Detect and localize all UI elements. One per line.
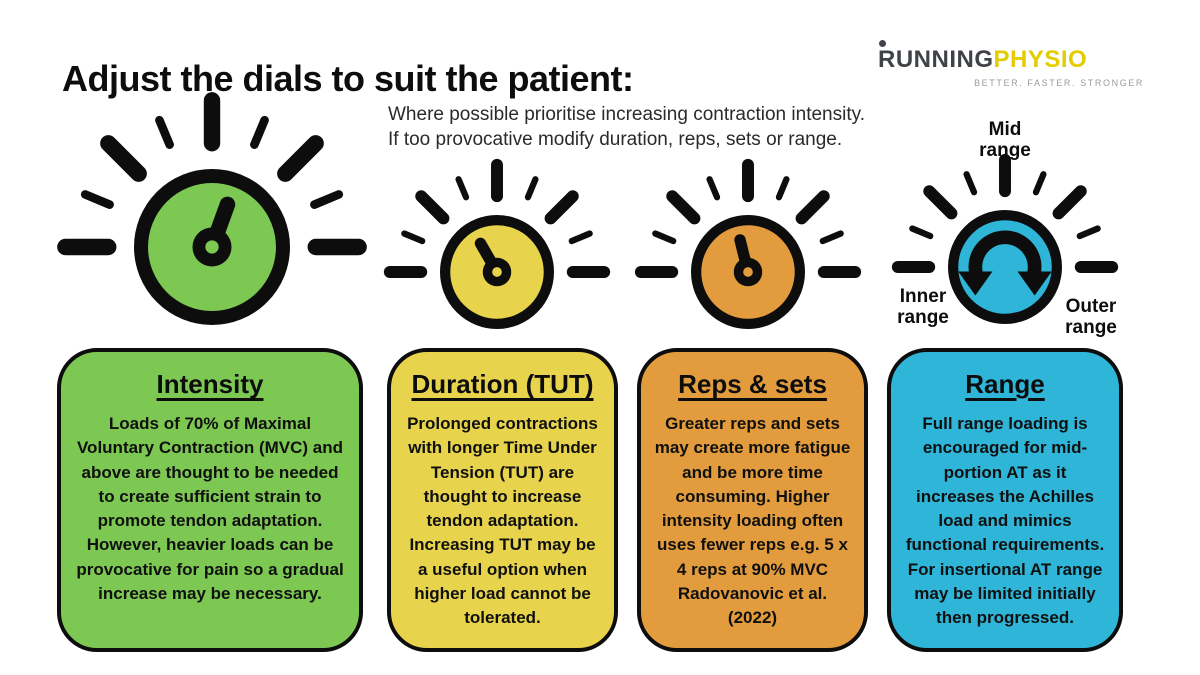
intensity-dial-icon — [56, 91, 368, 333]
intro-note-line1: Where possible prioritise increasing con… — [388, 104, 865, 125]
intro-note-line2: If too provocative modify duration, reps… — [388, 129, 843, 151]
duration-card-body: Prolonged contractions with longer Time … — [407, 414, 598, 628]
inner-range-label-line2: range — [897, 307, 949, 328]
range-dial-icon — [891, 153, 1119, 330]
page-title: Adjust the dials to suit the patient: — [62, 58, 634, 100]
logo-tagline: BETTER. FASTER. STRONGER — [974, 78, 1144, 88]
runningphysio-logo: RUNNINGPHYSIO BETTER. FASTER. STRONGER — [878, 40, 1158, 88]
mid-range-label-line1: Mid — [988, 119, 1022, 140]
duration-card: Duration (TUT) Prolonged contractions wi… — [387, 348, 618, 652]
duration-card-heading: Duration (TUT) — [411, 369, 594, 399]
logo-physio-text: PHYSIO — [993, 46, 1088, 73]
range-card: Range Full range loading is encouraged f… — [887, 348, 1123, 652]
duration-dial-icon — [383, 158, 611, 335]
reps-sets-card-body: Greater reps and sets may create more fa… — [654, 414, 851, 628]
outer-range-label-line1: Outer — [1065, 296, 1117, 317]
intensity-card-heading: Intensity — [156, 369, 264, 399]
reps-sets-dial-graphic — [634, 158, 862, 329]
reps-sets-card: Reps & sets Greater reps and sets may cr… — [637, 348, 868, 652]
mid-range-label-line2: range — [979, 140, 1031, 161]
intro-note: Where possible prioritise increasing con… — [388, 102, 888, 152]
intensity-dial-graphic — [57, 92, 367, 325]
intensity-card: Intensity Loads of 70% of Maximal Volunt… — [57, 348, 363, 652]
logo-running-text: RUNNING — [878, 46, 994, 73]
duration-dial-graphic — [383, 158, 611, 329]
inner-range-label-line1: Inner — [899, 286, 947, 307]
outer-range-label: Outer range — [1036, 296, 1146, 338]
range-card-heading: Range — [965, 369, 1045, 399]
intensity-card-body: Loads of 70% of Maximal Voluntary Contra… — [76, 414, 344, 604]
runner-head-dot-icon — [879, 40, 886, 47]
outer-range-label-line2: range — [1065, 317, 1117, 338]
inner-range-label: Inner range — [868, 286, 978, 328]
mid-range-label: Mid range — [950, 119, 1060, 161]
range-dial-graphic — [891, 153, 1119, 324]
logo-wordmark: RUNNINGPHYSIO — [878, 40, 1158, 74]
reps-sets-card-heading: Reps & sets — [678, 369, 827, 399]
reps-sets-dial-icon — [634, 158, 862, 335]
range-card-body: Full range loading is encouraged for mid… — [905, 414, 1105, 628]
